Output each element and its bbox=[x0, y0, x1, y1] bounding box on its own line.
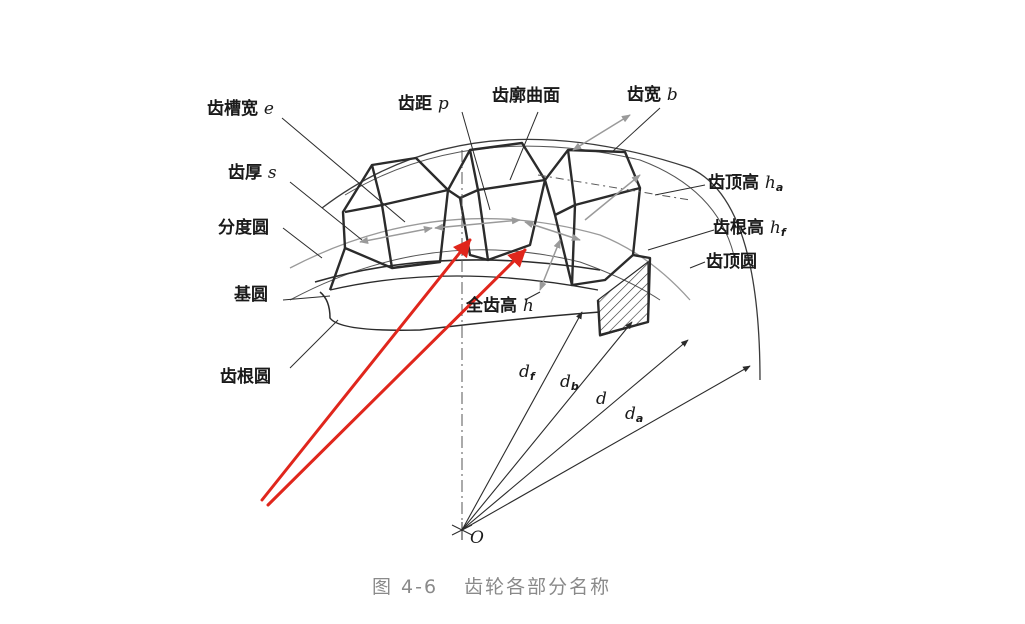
gear-body-outline bbox=[319, 291, 601, 331]
label-pitch: 齿距 p bbox=[398, 94, 449, 114]
label-da: da bbox=[625, 404, 644, 425]
leader-lines bbox=[281, 107, 715, 369]
label-df: df bbox=[519, 362, 535, 383]
label-center-o: O bbox=[470, 528, 484, 548]
radius-lines bbox=[461, 311, 751, 531]
caption-title: 齿轮各部分名称 bbox=[464, 576, 612, 598]
label-root-circle: 齿根圆 bbox=[220, 367, 271, 387]
root-rim bbox=[314, 259, 601, 283]
label-face-width: 齿宽 b bbox=[627, 85, 678, 105]
figure-caption: 图 4-6 齿轮各部分名称 bbox=[372, 572, 611, 599]
center-mark bbox=[451, 522, 473, 540]
red-arrow-1 bbox=[260, 238, 472, 502]
red-arrow-2 bbox=[266, 248, 527, 507]
label-dedendum: 齿根高 hf bbox=[713, 218, 786, 239]
face-dash-line bbox=[537, 174, 691, 201]
outer-face-arc bbox=[344, 145, 736, 261]
gear-teeth bbox=[328, 141, 652, 337]
label-tooth-flank: 齿廓曲面 bbox=[492, 86, 560, 106]
label-pitch-circle: 分度圆 bbox=[218, 218, 269, 238]
red-annotation-arrows bbox=[260, 238, 527, 507]
hatched-section bbox=[597, 260, 649, 337]
label-addendum: 齿顶高 ha bbox=[708, 173, 784, 194]
label-tooth-thickness: 齿厚 s bbox=[228, 163, 277, 183]
label-whole-depth: 全齿高 h bbox=[466, 296, 534, 316]
light-dimension-arrows bbox=[359, 114, 641, 291]
rim-lower bbox=[329, 275, 599, 291]
label-space-width: 齿槽宽 e bbox=[207, 99, 274, 119]
label-base-circle: 基圆 bbox=[234, 285, 268, 305]
label-d: d bbox=[596, 389, 607, 409]
caption-number: 图 4-6 bbox=[372, 576, 439, 598]
label-tip-circle: 齿顶圆 bbox=[706, 252, 757, 272]
label-db: db bbox=[560, 372, 579, 393]
